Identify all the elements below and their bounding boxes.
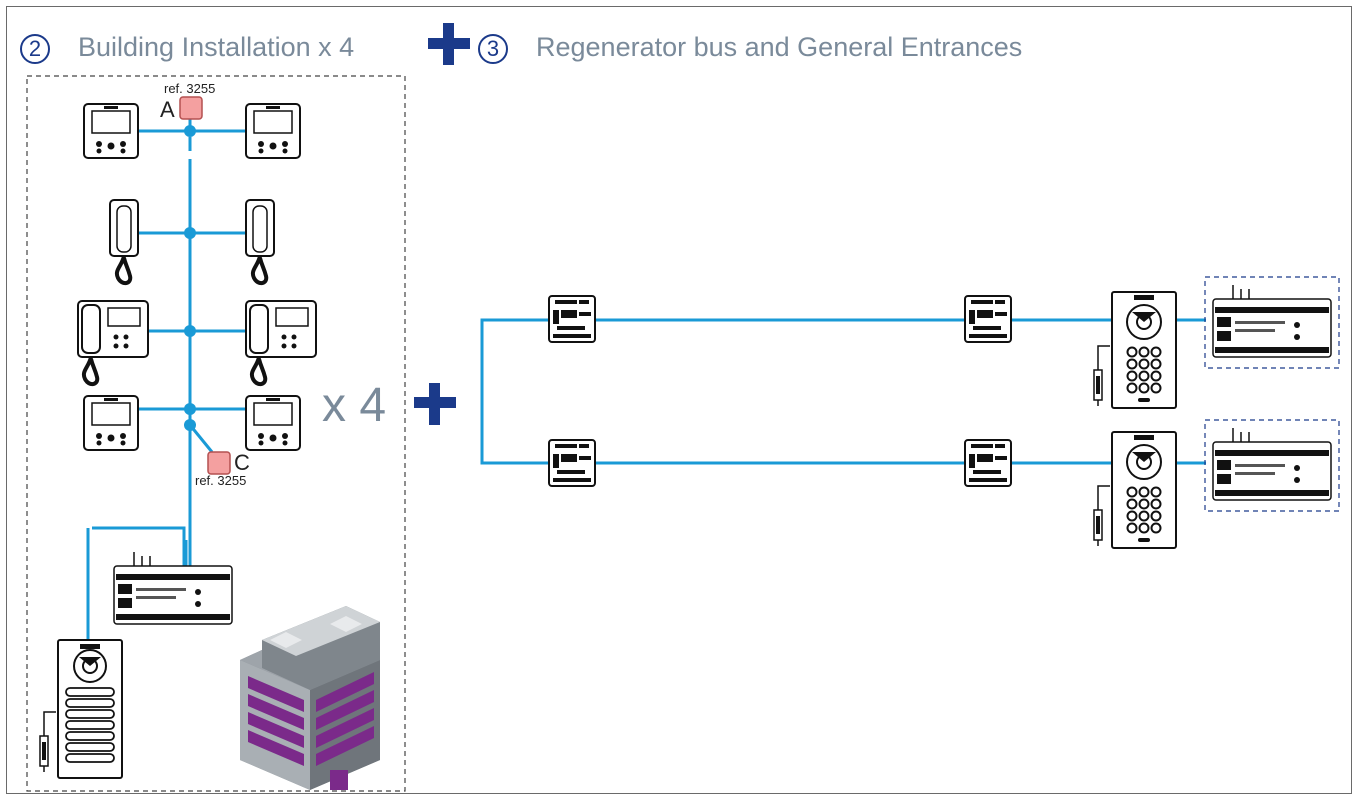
junction-dot — [184, 419, 196, 431]
handset-phone — [108, 198, 140, 286]
step-2-title: Building Installation x 4 — [78, 32, 355, 62]
plus-icon — [428, 23, 470, 65]
power-supply-enclosure — [1204, 419, 1340, 512]
junction-dot — [184, 403, 196, 415]
ref-label-top: ref. 3255 — [164, 81, 216, 96]
terminator-c — [207, 451, 231, 475]
step-3-title: Regenerator bus and General Entrances — [536, 32, 1023, 62]
junction-dot — [184, 227, 196, 239]
power-supply-enclosure — [1204, 276, 1340, 369]
regenerator-module — [964, 439, 1012, 487]
monitor-device — [245, 103, 301, 159]
handset-monitor — [76, 299, 150, 387]
power-supply — [113, 551, 233, 625]
step-2-badge: 2 — [20, 34, 50, 64]
door-lock — [1093, 485, 1111, 547]
diagram-frame — [6, 6, 1352, 794]
building-bus-lines — [86, 115, 246, 642]
power-supply — [1212, 427, 1332, 501]
monitor-device — [83, 395, 139, 451]
door-panel — [57, 639, 123, 779]
handset-phone — [244, 198, 276, 286]
terminator-label-c: C — [234, 450, 250, 475]
step-3-badge: 3 — [478, 34, 508, 64]
bus-junctions — [184, 125, 196, 431]
building-illustration — [240, 606, 380, 790]
regenerator-module — [548, 439, 596, 487]
keypad-entrance-panel — [1111, 431, 1177, 549]
ref-label-bottom: ref. 3255 — [195, 473, 247, 488]
handset-monitor — [244, 299, 318, 387]
terminator-label-a: A — [160, 97, 175, 122]
keypad-entrance-panel — [1111, 291, 1177, 409]
plus-icon — [414, 383, 456, 425]
regenerator-bus-lines — [480, 318, 1206, 465]
monitor-device — [245, 395, 301, 451]
junction-dot — [184, 125, 196, 137]
regenerator-module — [964, 295, 1012, 343]
monitor-device — [83, 103, 139, 159]
regenerator-module — [548, 295, 596, 343]
door-lock — [1093, 345, 1111, 407]
building-installation-area — [26, 75, 406, 792]
terminator-a — [179, 96, 203, 120]
door-lock — [39, 711, 57, 773]
junction-dot — [184, 325, 196, 337]
power-supply — [1212, 284, 1332, 358]
multiplier-label: x 4 — [322, 379, 387, 432]
